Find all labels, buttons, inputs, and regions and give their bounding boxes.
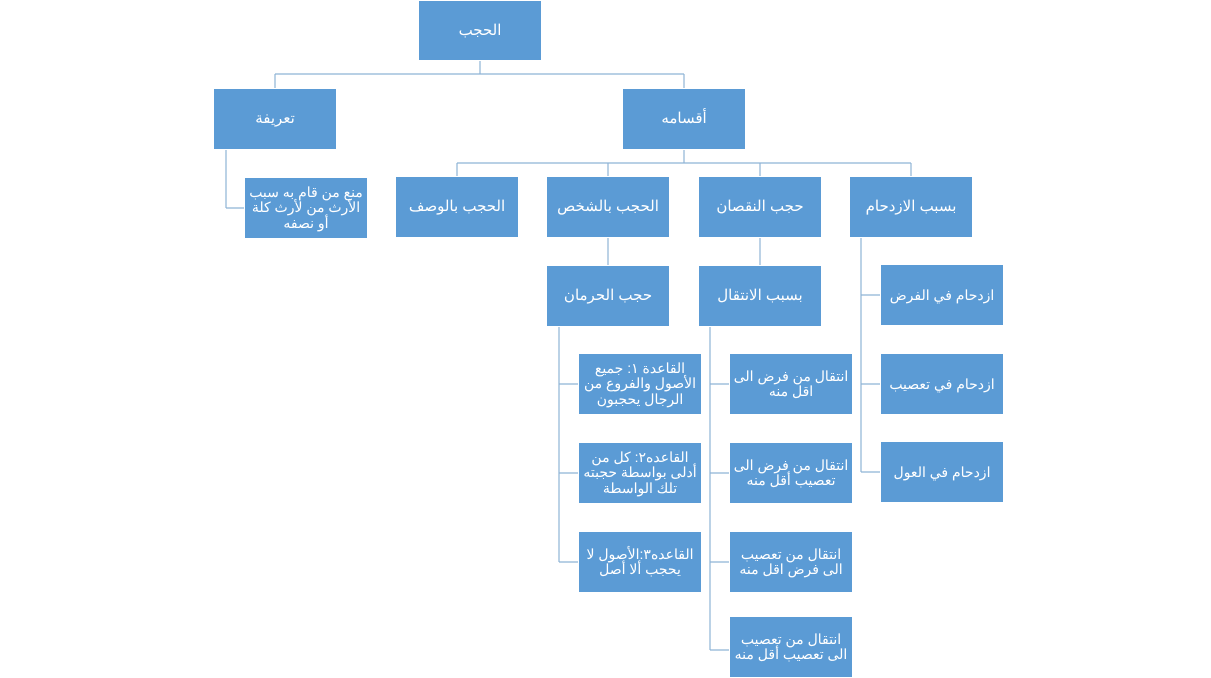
root-label: الحجب [458,21,502,39]
crowding-node: بسبب الازدحام [849,176,973,238]
rule-text: القاعده٣:الأصول لا يحجب ألا أصل [586,545,694,577]
transfer-label: بسبب الانتقال [717,287,803,305]
transfer-item-label: انتقال من تعصيب الى تعصيب أقل منه [734,630,848,662]
by-person-label: الحجب بالشخص [557,198,659,216]
definition-text: منع من قام به سبب الأرث من لأرث كلة أو ن… [249,183,363,231]
transfer-item: انتقال من تعصيب الى فرض اقل منه [729,531,853,593]
transfer-item: انتقال من فرض الى تعصيب أقل منه [729,442,853,504]
rule-item: القاعده٣:الأصول لا يحجب ألا أصل [578,531,702,593]
transfer-item-label: انتقال من فرض الى اقل منه [733,367,849,399]
transfer-item: انتقال من فرض الى اقل منه [729,353,853,415]
crowding-item-label: ازدحام في تعصيب [889,375,995,392]
crowding-item-label: ازدحام في العول [893,463,991,480]
deprivation-node: حجب الحرمان [546,265,670,327]
crowding-item-label: ازدحام في الفرض [889,286,995,303]
deprivation-label: حجب الحرمان [563,287,653,305]
reduction-node: حجب النقصان [698,176,822,238]
rule-text: القاعدة ١: جميع الأصول والفروع من الرجال… [584,359,696,407]
transfer-item-label: انتقال من تعصيب الى فرض اقل منه [739,545,843,577]
root-node: الحجب [418,0,542,61]
crowding-label: بسبب الازدحام [865,198,957,216]
definition-text-node: منع من قام به سبب الأرث من لأرث كلة أو ن… [244,177,368,239]
transfer-item-label: انتقال من فرض الى تعصيب أقل منه [733,456,849,488]
transfer-item: انتقال من تعصيب الى تعصيب أقل منه [729,616,853,678]
definition-title: تعريفة [255,110,295,128]
crowding-item: ازدحام في العول [880,441,1004,503]
by-person-node: الحجب بالشخص [546,176,670,238]
crowding-item: ازدحام في تعصيب [880,353,1004,415]
by-description-node: الحجب بالوصف [395,176,519,238]
rule-item: القاعدة ١: جميع الأصول والفروع من الرجال… [578,353,702,415]
rule-text: القاعده٢: كل من أدلى بواسطة حجبته تلك ال… [583,448,697,496]
divisions-title: أقسامه [661,110,707,128]
by-description-label: الحجب بالوصف [408,198,506,216]
divisions-node: أقسامه [622,88,746,150]
rule-item: القاعده٢: كل من أدلى بواسطة حجبته تلك ال… [578,442,702,504]
reduction-label: حجب النقصان [716,198,804,216]
crowding-item: ازدحام في الفرض [880,264,1004,326]
transfer-node: بسبب الانتقال [698,265,822,327]
definition-node: تعريفة [213,88,337,150]
